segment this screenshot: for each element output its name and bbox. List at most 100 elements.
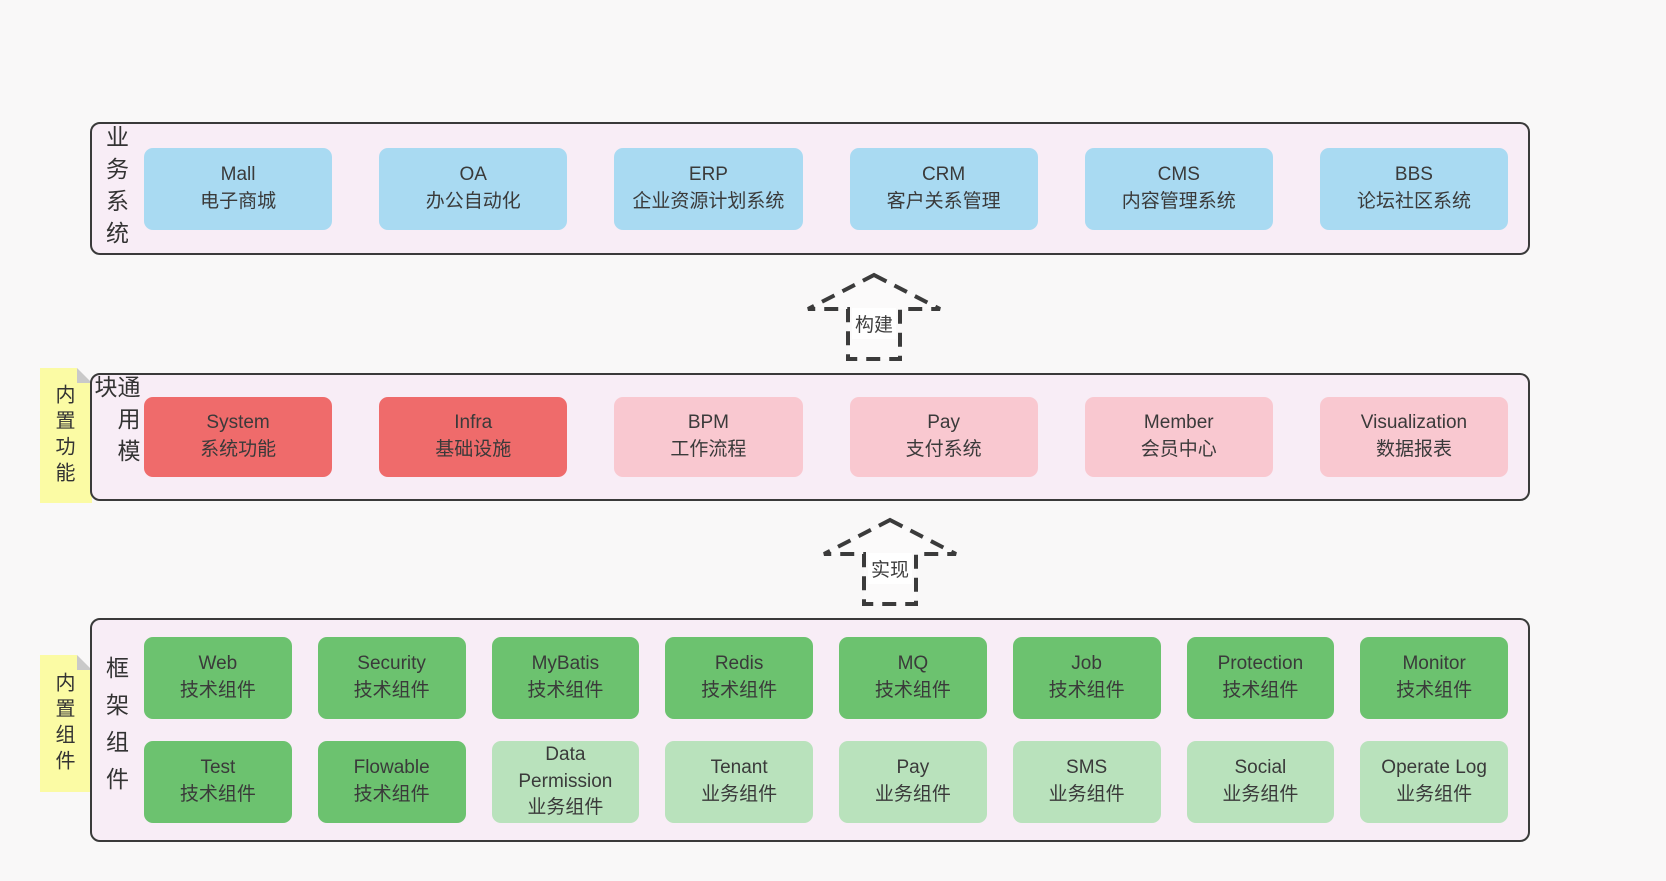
framework-row-1: Web 技术组件 Security 技术组件 MyBatis 技术组件 Redi… <box>144 637 1508 719</box>
framework-boxes-grid: Web 技术组件 Security 技术组件 MyBatis 技术组件 Redi… <box>138 620 1528 840</box>
box-desc: 工作流程 <box>670 439 747 460</box>
box-desc: 技术组件 <box>527 680 604 701</box>
box-monitor: Monitor 技术组件 <box>1360 637 1508 719</box>
box-data-permission: Data Permission 业务组件 <box>491 741 640 823</box>
box-social: Social 业务组件 <box>1186 741 1335 823</box>
box-name: Protection <box>1217 653 1304 675</box>
section-title-framework: 框架组件 <box>102 656 129 804</box>
box-name: Tenant <box>710 757 768 779</box>
box-oa: OA 办公自动化 <box>379 147 568 230</box>
box-desc: 技术组件 <box>353 784 430 805</box>
box-desc: 论坛社区系统 <box>1356 190 1471 212</box>
box-web: Web 技术组件 <box>144 637 292 719</box>
box-cms: CMS 内容管理系统 <box>1084 147 1273 230</box>
sticky-note-builtin-components: 内置组件 <box>40 655 92 792</box>
box-name: Infra <box>454 412 493 434</box>
box-name: Visualization <box>1360 412 1468 434</box>
box-desc: 业务组件 <box>874 784 951 805</box>
box-pay: Pay 支付系统 <box>849 397 1038 477</box>
arrow-up-build: 构建 <box>804 271 944 363</box>
box-desc: 客户关系管理 <box>886 190 1001 212</box>
box-name: CMS <box>1157 163 1200 185</box>
box-name: Redis <box>714 653 764 675</box>
arrow-implement-label: 实现 <box>867 553 913 584</box>
box-name: Job <box>1071 653 1102 675</box>
box-name: Monitor <box>1402 653 1466 675</box>
box-desc: 系统功能 <box>200 439 277 460</box>
box-desc: 会员中心 <box>1140 439 1217 460</box>
box-test: Test 技术组件 <box>144 741 292 823</box>
box-infra: Infra 基础设施 <box>379 397 568 477</box>
box-protection: Protection 技术组件 <box>1186 637 1335 719</box>
box-pay-biz: Pay 业务组件 <box>839 741 987 823</box>
box-desc: 数据报表 <box>1375 439 1452 460</box>
box-desc: 电子商城 <box>200 190 277 212</box>
section-title-wrap: 框架组件 <box>92 620 138 840</box>
box-job: Job 技术组件 <box>1012 637 1161 719</box>
box-name: MQ <box>897 653 929 675</box>
section-business-systems: 业务系统 Mall 电子商城 OA 办公自动化 ERP 企业资源计划系统 CRM… <box>90 122 1530 255</box>
box-mq: MQ 技术组件 <box>839 637 987 719</box>
box-name: Pay <box>896 757 930 779</box>
box-desc: 技术组件 <box>701 680 778 701</box>
box-desc: 支付系统 <box>905 439 982 460</box>
box-tenant: Tenant 业务组件 <box>665 741 813 823</box>
section-framework-components: 框架组件 Web 技术组件 Security 技术组件 MyBatis 技术组件… <box>90 618 1530 842</box>
box-desc: 业务组件 <box>1222 784 1299 805</box>
box-name: Social <box>1234 757 1287 779</box>
section-title-business: 业务系统 <box>102 124 129 253</box>
box-security: Security 技术组件 <box>317 637 466 719</box>
box-desc: 技术组件 <box>874 680 951 701</box>
sticky-note-label: 内置功能 <box>52 383 74 488</box>
section-title-wrap: 业务系统 <box>92 124 138 253</box>
box-desc: 业务组件 <box>701 784 778 805</box>
box-name: MyBatis <box>531 653 600 675</box>
sticky-note-builtin-features: 内置功能 <box>40 368 92 503</box>
box-flowable: Flowable 技术组件 <box>317 741 466 823</box>
box-desc: 业务组件 <box>527 797 604 819</box>
box-desc: 业务组件 <box>1396 784 1473 805</box>
box-desc: 技术组件 <box>353 680 430 701</box>
box-name: Pay <box>927 412 960 434</box>
box-name: Security <box>357 653 426 675</box>
box-sms: SMS 业务组件 <box>1012 741 1161 823</box>
box-desc: 企业资源计划系统 <box>632 190 785 212</box>
box-bbs: BBS 论坛社区系统 <box>1319 147 1509 230</box>
box-name: Web <box>198 653 238 675</box>
box-desc: 技术组件 <box>179 680 256 701</box>
section-title-modules: 通用模块 <box>91 375 140 471</box>
box-redis: Redis 技术组件 <box>665 637 813 719</box>
sticky-note-label: 内置组件 <box>52 671 74 776</box>
box-name: Data Permission <box>518 744 613 792</box>
section-title-wrap: 通用模块 <box>91 375 140 499</box>
box-desc: 技术组件 <box>1048 680 1125 701</box>
box-erp: ERP 企业资源计划系统 <box>614 147 803 230</box>
box-operate-log: Operate Log 业务组件 <box>1360 741 1508 823</box>
box-bpm: BPM 工作流程 <box>614 397 803 477</box>
box-name: SMS <box>1066 757 1108 779</box>
box-name: Mall <box>220 163 256 185</box>
framework-row-2: Test 技术组件 Flowable 技术组件 Data Permission … <box>144 741 1508 823</box>
box-desc: 办公自动化 <box>425 190 521 212</box>
box-desc: 业务组件 <box>1048 784 1125 805</box>
arrow-build-label: 构建 <box>851 308 897 339</box>
box-name: ERP <box>688 163 728 185</box>
box-desc: 技术组件 <box>1396 680 1473 701</box>
box-visualization: Visualization 数据报表 <box>1319 397 1509 477</box>
box-name: Operate Log <box>1381 757 1487 779</box>
box-member: Member 会员中心 <box>1084 397 1273 477</box>
box-name: BBS <box>1394 163 1433 185</box>
box-name: Member <box>1143 412 1214 434</box>
box-mall: Mall 电子商城 <box>144 147 333 230</box>
arrow-up-implement: 实现 <box>820 516 960 608</box>
section-common-modules: 通用模块 System 系统功能 Infra 基础设施 BPM 工作流程 Pay… <box>90 373 1530 501</box>
box-system: System 系统功能 <box>144 397 333 477</box>
box-name: BPM <box>687 412 730 434</box>
business-boxes-row: Mall 电子商城 OA 办公自动化 ERP 企业资源计划系统 CRM 客户关系… <box>138 124 1528 253</box>
box-name: CRM <box>921 163 966 185</box>
box-desc: 内容管理系统 <box>1121 190 1236 212</box>
box-desc: 技术组件 <box>179 784 256 805</box>
box-crm: CRM 客户关系管理 <box>849 147 1038 230</box>
box-name: System <box>206 412 270 434</box>
